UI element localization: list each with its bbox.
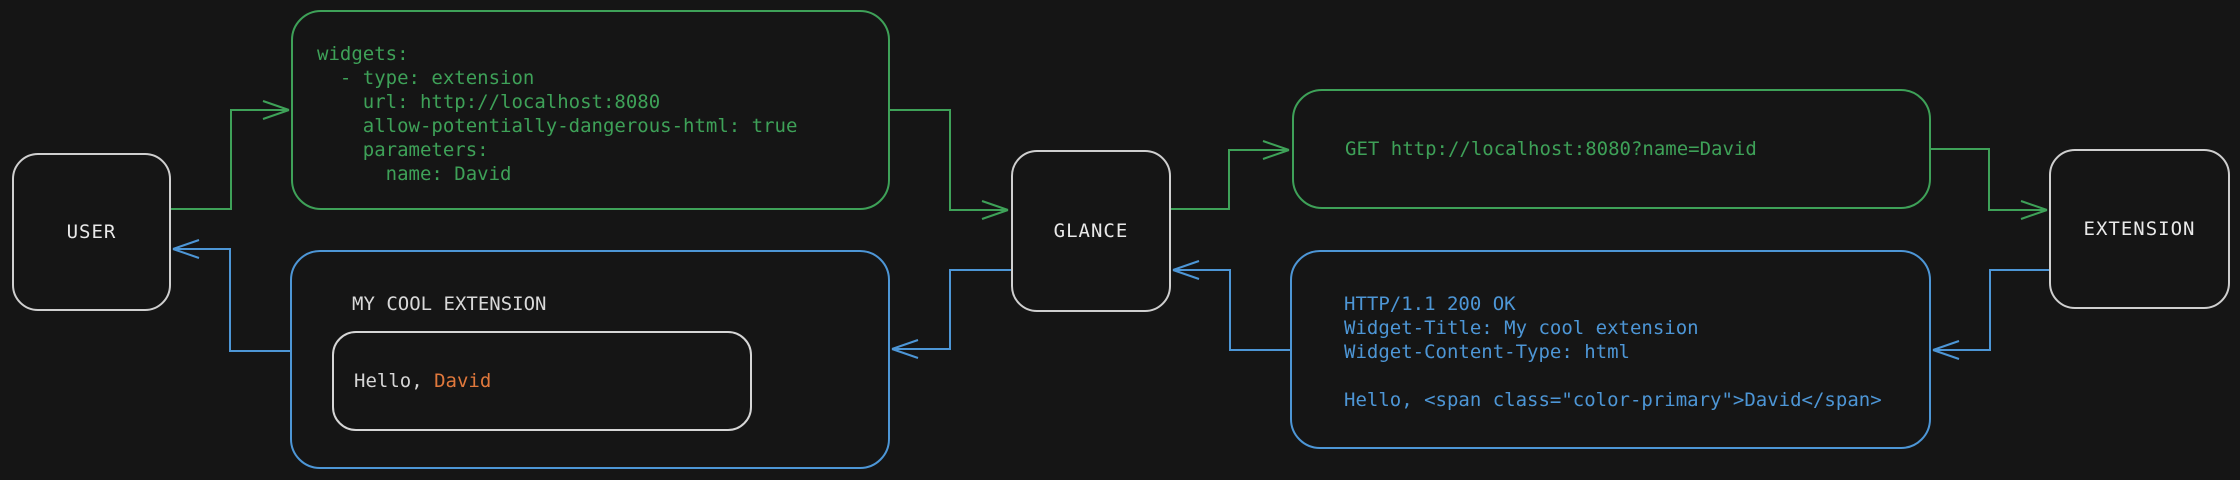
widget-content-box: Hello, David xyxy=(332,331,752,431)
greeting-prefix: Hello, xyxy=(354,370,435,392)
arrow-glance-to-widget xyxy=(891,269,1011,359)
user-node-label: USER xyxy=(66,221,117,243)
user-node: USER xyxy=(12,153,171,311)
http-request-box: GET http://localhost:8080?name=David xyxy=(1292,89,1931,209)
extension-node-label: EXTENSION xyxy=(2083,218,2196,240)
arrow-extension-to-response xyxy=(1932,269,2049,360)
greeting-text: Hello, David xyxy=(334,369,491,393)
http-response-box: HTTP/1.1 200 OK Widget-Title: My cool ex… xyxy=(1290,250,1931,449)
config-yaml-code: widgets: - type: extension url: http://l… xyxy=(317,43,798,185)
arrow-widget-to-user xyxy=(172,239,290,352)
glance-node-label: GLANCE xyxy=(1053,220,1129,242)
arrow-response-to-glance xyxy=(1172,260,1290,351)
http-request-code: GET http://localhost:8080?name=David xyxy=(1345,138,1757,160)
config-yaml-box: widgets: - type: extension url: http://l… xyxy=(291,10,890,210)
arrow-user-to-config xyxy=(171,100,290,210)
widget-preview-title: MY COOL EXTENSION xyxy=(352,293,547,315)
greeting-name: David xyxy=(434,370,492,392)
widget-preview-box: MY COOL EXTENSION Hello, David xyxy=(290,250,890,469)
arrow-glance-to-request xyxy=(1171,140,1290,210)
glance-node: GLANCE xyxy=(1011,150,1171,312)
http-response-code: HTTP/1.1 200 OK Widget-Title: My cool ex… xyxy=(1344,293,1882,411)
arrow-config-to-glance xyxy=(890,109,1009,220)
extension-node: EXTENSION xyxy=(2049,149,2230,309)
arrow-request-to-extension xyxy=(1931,148,2048,220)
